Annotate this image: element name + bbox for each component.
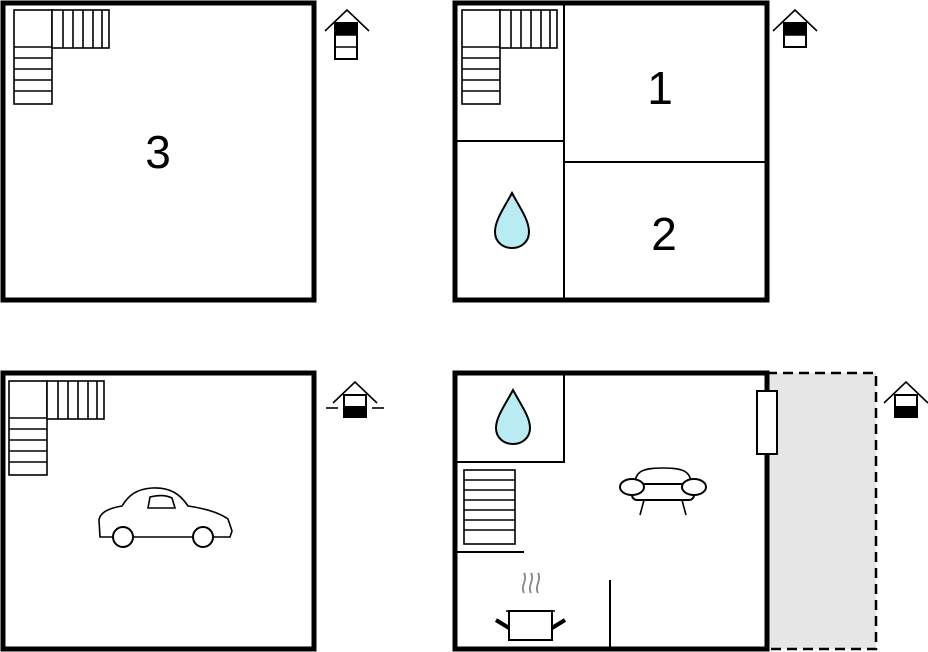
outer-wall — [452, 0, 770, 303]
floor-plan-top-right: 1 2 — [452, 0, 818, 303]
water-drop-icon — [493, 190, 531, 250]
room-number: 2 — [651, 208, 677, 260]
outer-wall — [0, 370, 317, 652]
floor-plan-top-left: 3 — [0, 0, 370, 303]
staircase-icon — [461, 9, 558, 105]
room-number: 3 — [145, 126, 171, 178]
room-number: 1 — [647, 62, 673, 114]
door — [756, 390, 778, 455]
floor-plan-bottom-left — [0, 370, 384, 652]
terrace — [767, 373, 876, 649]
house-floor-icon — [326, 380, 384, 418]
water-drop-icon — [494, 387, 532, 446]
house-floor-icon — [772, 8, 818, 48]
cooking-pot-icon — [494, 572, 567, 641]
sofa-icon — [619, 467, 707, 516]
house-floor-icon — [883, 380, 928, 418]
staircase-icon — [463, 469, 516, 545]
staircase-icon — [8, 380, 105, 476]
car-icon — [98, 487, 233, 548]
floor-plan-bottom-right — [452, 370, 928, 652]
outer-wall — [0, 0, 317, 303]
staircase-icon — [13, 9, 110, 105]
house-floor-icon — [324, 8, 370, 60]
